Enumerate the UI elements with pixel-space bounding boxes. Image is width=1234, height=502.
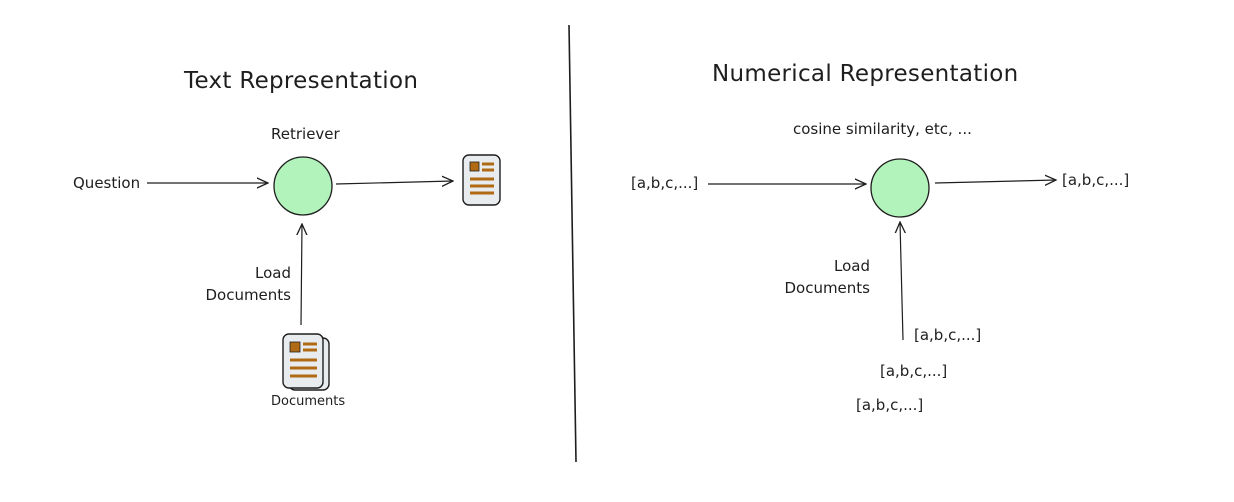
similarity-label: cosine similarity, etc, ...: [793, 120, 972, 138]
similarity-node: [870, 158, 930, 218]
load-label: Load: [834, 257, 870, 275]
load-vectors-arrow: [900, 222, 903, 341]
document-vector-label: [a,b,c,...]: [880, 362, 948, 380]
document-stack-icon: [282, 333, 330, 391]
retriever-label: Retriever: [271, 125, 340, 143]
documents-label: Documents: [205, 286, 291, 304]
retriever-node: [273, 156, 333, 216]
output-arrow: [335, 181, 453, 184]
documents-caption: Documents: [271, 394, 346, 409]
panel-divider: [568, 24, 577, 463]
question-label: Question: [73, 174, 141, 192]
document-vector-label: [a,b,c,...]: [856, 396, 924, 414]
load-label: Load: [255, 264, 291, 282]
output-vector-arrow: [934, 180, 1056, 183]
load-documents-arrow: [301, 224, 302, 326]
documents-label: Documents: [784, 279, 870, 297]
document-icon: [462, 154, 501, 206]
document-vector-label: [a,b,c,...]: [914, 326, 982, 344]
output-vector-label: [a,b,c,...]: [1062, 171, 1130, 189]
right-panel-title: Numerical Representation: [712, 61, 1019, 87]
input-vector-label: [a,b,c,...]: [631, 174, 699, 192]
left-panel-title: Text Representation: [184, 68, 419, 94]
